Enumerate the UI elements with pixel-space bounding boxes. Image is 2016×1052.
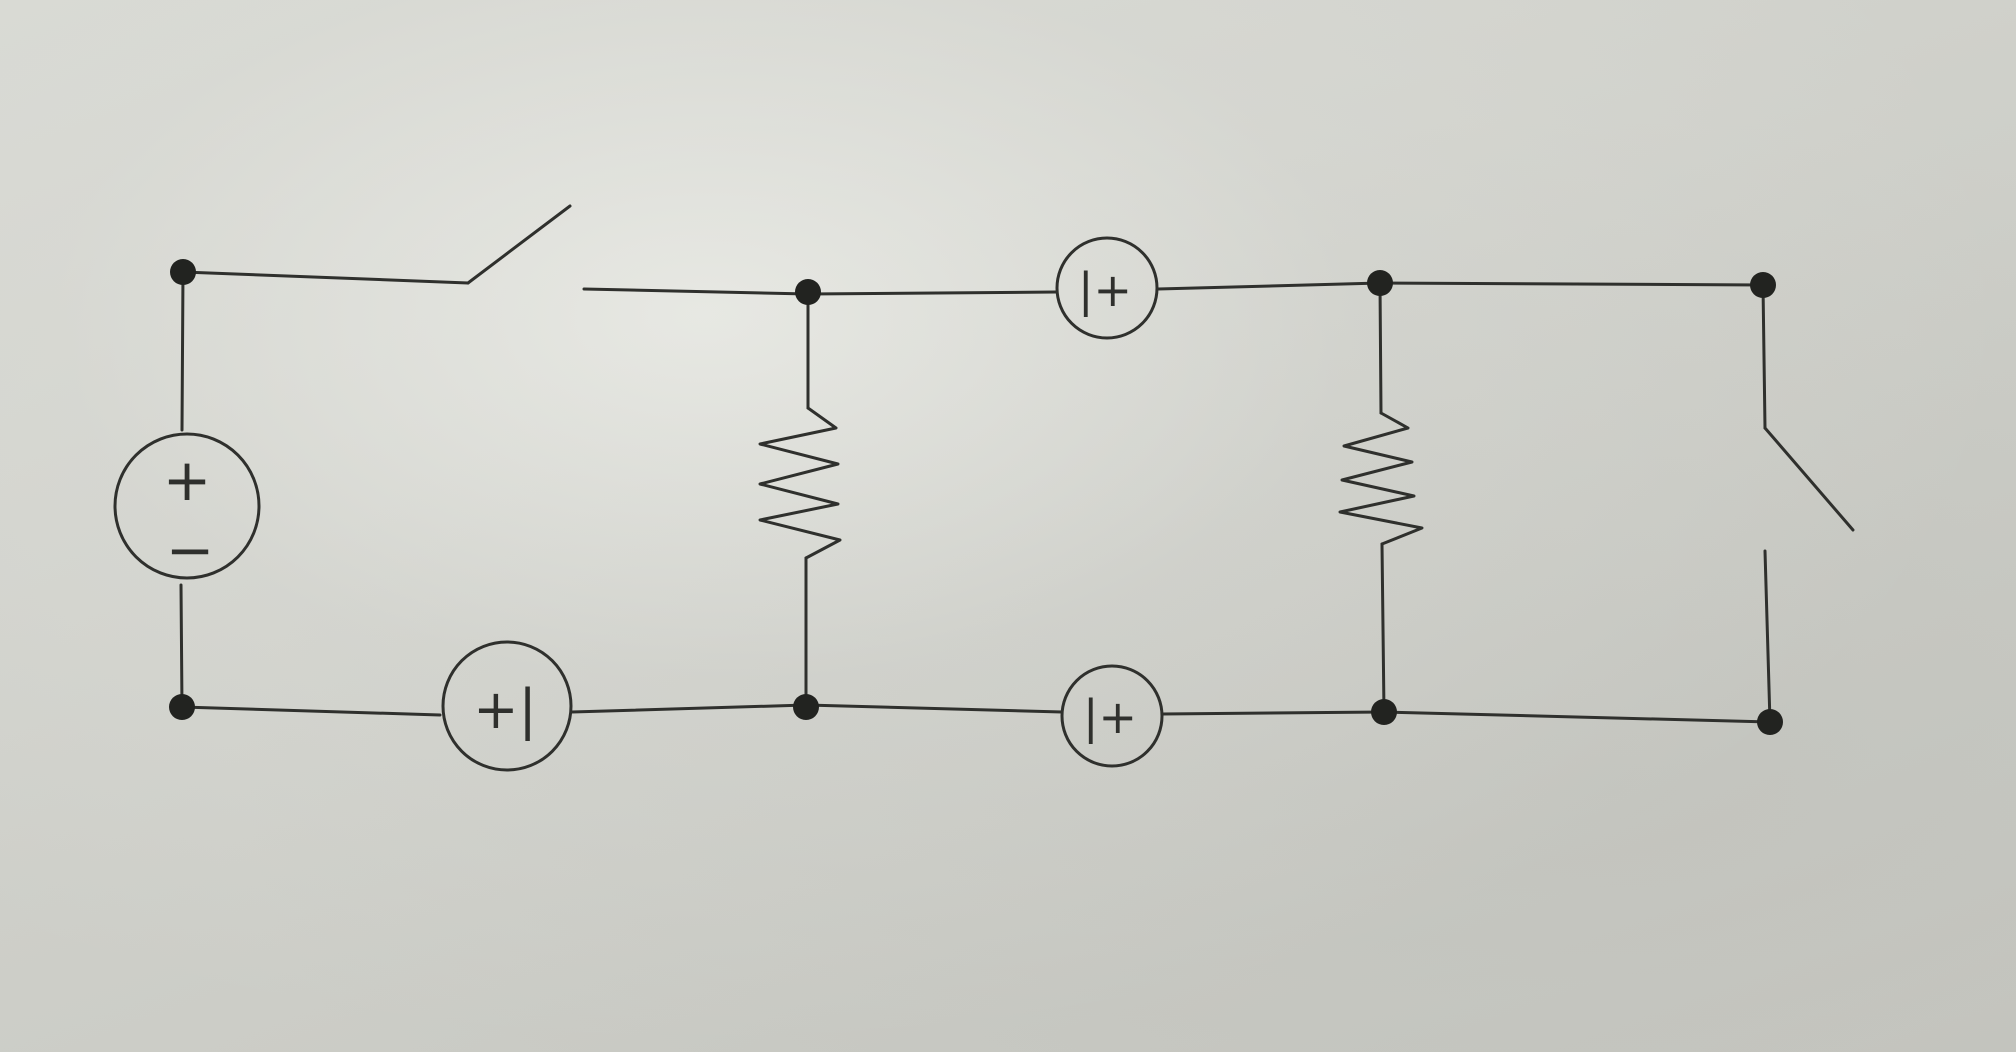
source-bottom-left-label: +| (473, 678, 536, 741)
source-bottom-middle-label: |+ (1083, 690, 1137, 745)
wire-bottom-right (1382, 710, 1772, 724)
wire-top-middle-right (1156, 281, 1382, 291)
wire-bottom-left (180, 705, 442, 717)
node-h (1757, 709, 1783, 735)
wire-top-left (181, 270, 470, 285)
wire-top-middle-left (806, 290, 1058, 296)
source-left-minus-sign: − (166, 516, 215, 584)
source-top-middle-label: |+ (1078, 263, 1132, 318)
wire-resistor-right-top (1378, 281, 1383, 415)
node-d (1750, 272, 1776, 298)
wire-left-upper (180, 270, 185, 432)
node-g (1371, 699, 1397, 725)
wire-right-upper (1761, 283, 1767, 430)
source-left: + − (113, 432, 261, 584)
wire-resistor-right-bottom (1380, 542, 1386, 714)
source-bottom-middle: |+ (1060, 664, 1164, 768)
node-a (170, 259, 196, 285)
node-e (169, 694, 195, 720)
node-f (793, 694, 819, 720)
node-c (1367, 270, 1393, 296)
source-top-middle: |+ (1055, 236, 1159, 340)
switch-top-left (466, 204, 572, 285)
wire-bottom-middle-right (1160, 710, 1386, 716)
wire-top-right (1378, 281, 1765, 287)
wire-top-after-switch (582, 287, 810, 296)
switch-right (1763, 426, 1855, 532)
wire-bottom-left-right (570, 703, 808, 714)
source-bottom-left: +| (441, 640, 573, 772)
resistor-middle (758, 406, 842, 560)
wire-right-lower (1763, 549, 1772, 724)
source-left-plus-sign: + (163, 446, 212, 514)
wire-bottom-middle-left (804, 703, 1064, 714)
node-b (795, 279, 821, 305)
resistor-right (1338, 411, 1424, 546)
wire-left-lower (179, 583, 184, 709)
